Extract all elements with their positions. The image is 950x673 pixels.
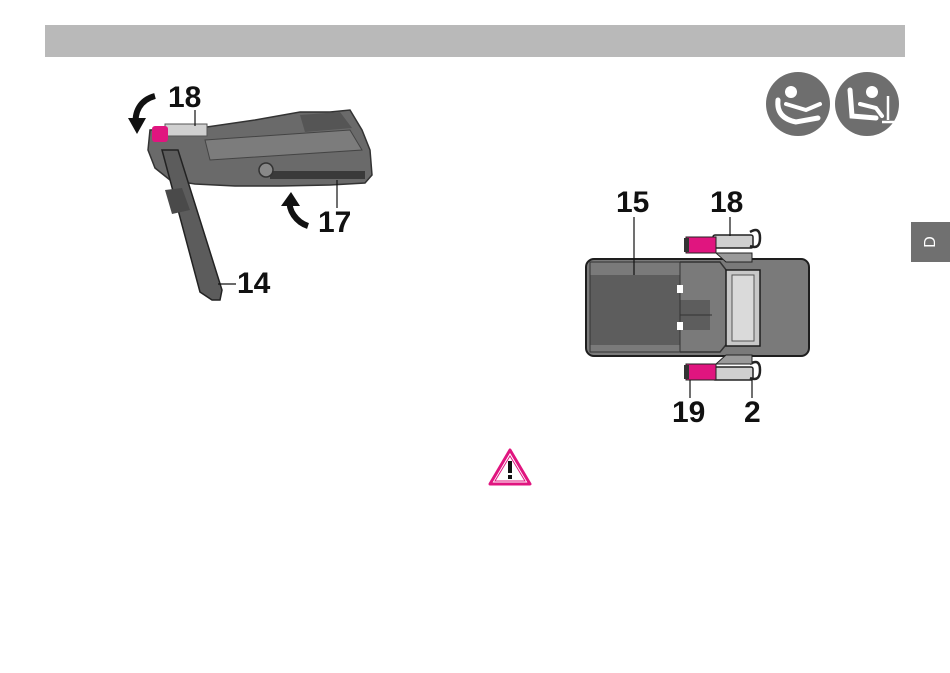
warning-icon: [490, 450, 530, 484]
